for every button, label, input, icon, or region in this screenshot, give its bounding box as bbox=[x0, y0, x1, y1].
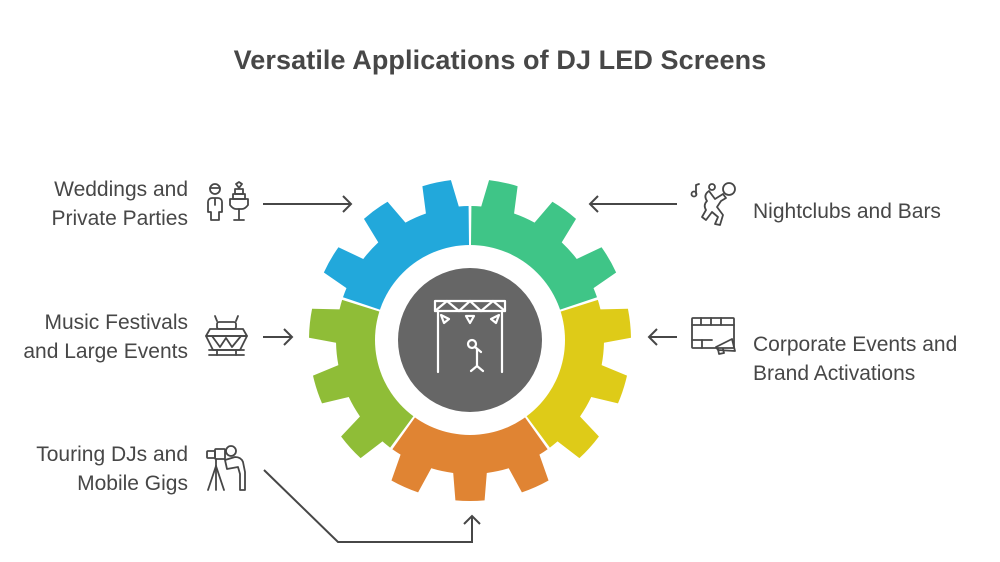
gear-segment-corporate bbox=[524, 299, 631, 459]
label-nightclubs-line-1: Nightclubs and Bars bbox=[753, 200, 941, 223]
screen-megaphone-icon bbox=[691, 317, 736, 355]
label-corporate: Corporate Events and Brand Activations bbox=[753, 330, 957, 388]
gear-segment-festivals bbox=[309, 299, 416, 459]
arrow-touring bbox=[263, 469, 481, 543]
stage-truss-microphone-icon bbox=[433, 299, 507, 374]
label-nightclubs: Nightclubs and Bars bbox=[753, 197, 941, 226]
gear-segment-touring bbox=[391, 414, 549, 502]
label-touring-line-1: Touring DJs and bbox=[36, 443, 188, 466]
arrow-corporate bbox=[647, 328, 677, 346]
label-weddings-line-1: Weddings and bbox=[54, 178, 188, 201]
label-corporate-line-2: Brand Activations bbox=[753, 362, 916, 385]
label-touring: Touring DJs and Mobile Gigs bbox=[36, 440, 188, 498]
label-touring-line-2: Mobile Gigs bbox=[77, 472, 188, 495]
gear bbox=[309, 180, 631, 502]
label-festivals-line-2: and Large Events bbox=[23, 340, 188, 363]
dancing-person-music-icon bbox=[690, 182, 736, 226]
person-camera-tripod-icon bbox=[206, 445, 246, 491]
label-weddings-line-2: Private Parties bbox=[51, 207, 188, 230]
wedding-couple-cake-icon bbox=[207, 181, 249, 221]
diagram-title: Versatile Applications of DJ LED Screens bbox=[233, 45, 767, 75]
arrow-weddings bbox=[263, 195, 353, 213]
festival-stage-icon bbox=[205, 315, 248, 356]
arrow-nightclubs bbox=[588, 195, 677, 213]
label-corporate-line-1: Corporate Events and bbox=[753, 333, 958, 356]
gear-segment-nightclubs bbox=[470, 180, 617, 311]
label-weddings: Weddings and Private Parties bbox=[51, 175, 188, 233]
label-festivals: Music Festivals and Large Events bbox=[23, 308, 188, 366]
arrow-festivals bbox=[263, 328, 294, 346]
label-festivals-line-1: Music Festivals bbox=[44, 311, 188, 334]
gear-segment-weddings bbox=[323, 180, 470, 311]
